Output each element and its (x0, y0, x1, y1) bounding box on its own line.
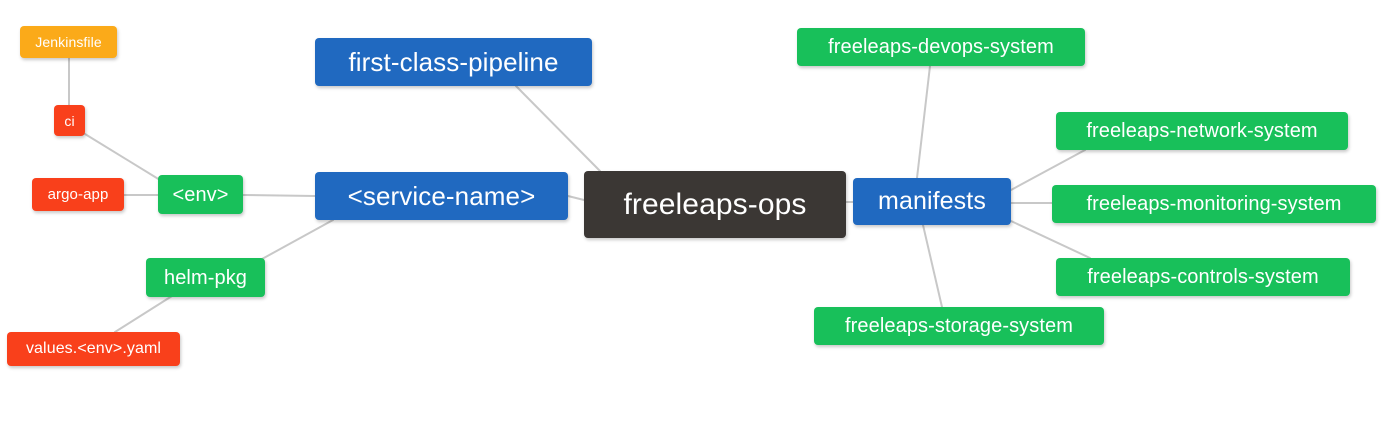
node-service-name[interactable]: <service-name> (315, 172, 568, 220)
edge-ci-to-env (84, 133, 161, 181)
node-values-yaml[interactable]: values.<env>.yaml (7, 332, 180, 366)
node-controls-system[interactable]: freeleaps-controls-system (1056, 258, 1350, 296)
node-freeleaps-ops[interactable]: freeleaps-ops (584, 171, 846, 238)
edge-manifests-to-storage-system (922, 224, 943, 308)
node-ci[interactable]: ci (54, 105, 85, 136)
edge-values-yaml-to-helm-pkg (114, 295, 173, 333)
edge-service-name-to-freeleaps-ops (567, 195, 585, 201)
node-network-system[interactable]: freeleaps-network-system (1056, 112, 1348, 150)
edge-first-class-pipeline-to-freeleaps-ops (515, 85, 601, 172)
node-jenkinsfile[interactable]: Jenkinsfile (20, 26, 117, 58)
edge-env-to-service-name (242, 194, 316, 197)
edge-manifests-to-controls-system (1010, 220, 1091, 259)
edge-manifests-to-devops-system (916, 65, 931, 179)
node-manifests[interactable]: manifests (853, 178, 1011, 225)
node-storage-system[interactable]: freeleaps-storage-system (814, 307, 1104, 345)
edge-helm-pkg-to-service-name (261, 219, 334, 260)
node-helm-pkg[interactable]: helm-pkg (146, 258, 265, 297)
node-devops-system[interactable]: freeleaps-devops-system (797, 28, 1085, 66)
node-argo-app[interactable]: argo-app (32, 178, 124, 211)
node-monitoring-system[interactable]: freeleaps-monitoring-system (1052, 185, 1376, 223)
node-first-class-pipeline[interactable]: first-class-pipeline (315, 38, 592, 86)
node-env[interactable]: <env> (158, 175, 243, 214)
edge-manifests-to-network-system (1010, 149, 1086, 191)
